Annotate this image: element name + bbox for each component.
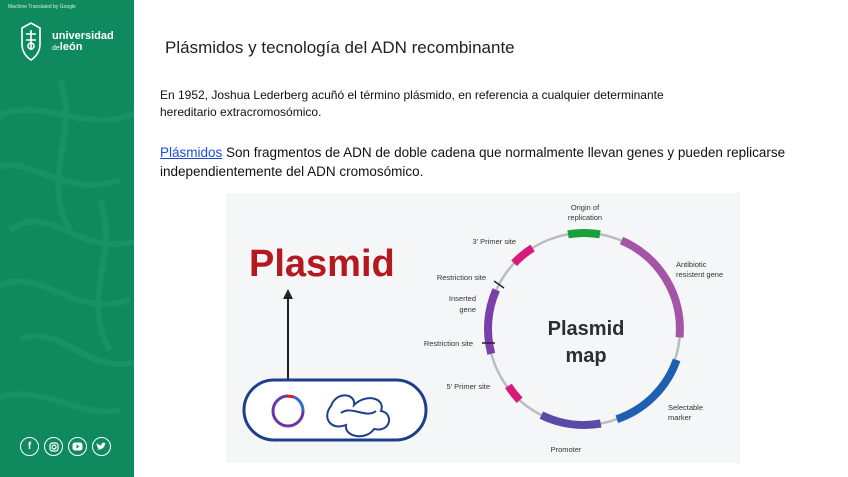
definition-paragraph: Plásmidos Son fragmentos de ADN de doble… <box>160 143 800 181</box>
map-title-line2: map <box>565 345 606 367</box>
youtube-icon[interactable] <box>68 437 87 456</box>
inserted-segment <box>484 288 500 355</box>
label-restriction-bottom: Restriction site <box>424 339 473 348</box>
selectable-segment <box>615 358 681 423</box>
label-antibiotic-2: resistent gene <box>676 270 723 279</box>
primer5-segment <box>505 383 523 404</box>
arrow-head <box>283 289 293 299</box>
intro-paragraph: En 1952, Joshua Lederberg acuñó el térmi… <box>160 88 664 119</box>
label-inserted-2: gene <box>459 305 476 314</box>
origin-segment <box>567 228 601 239</box>
label-selectable-1: Selectable <box>668 403 703 412</box>
logo-line2: león <box>59 40 83 53</box>
label-primer3: 3' Primer site <box>472 237 516 246</box>
primer3-segment <box>511 244 535 267</box>
logo-line2-prefix: de <box>52 44 60 52</box>
label-origin-1: Origin of <box>571 203 600 212</box>
label-origin-2: replication <box>568 213 602 222</box>
label-primer5: 5' Primer site <box>446 382 490 391</box>
instagram-icon[interactable] <box>44 437 63 456</box>
plasmid-link[interactable]: Plásmidos <box>160 145 223 160</box>
social-links: f <box>20 437 111 456</box>
label-restriction-top: Restriction site <box>437 273 486 282</box>
antibiotic-segment <box>619 236 684 338</box>
label-antibiotic-1: Antibiotic <box>676 260 707 269</box>
slide-title: Plásmidos y tecnología del ADN recombina… <box>165 38 515 57</box>
label-selectable-2: marker <box>668 413 692 422</box>
map-title-line1: Plasmid <box>548 318 625 340</box>
logo-line1: universidad <box>52 29 114 42</box>
plasmid-figure: Plasmid Plasmid map Origin of replicatio… <box>226 193 740 463</box>
figure-heading: Plasmid <box>249 243 395 285</box>
machine-translated-note: Machine Translated by Google <box>8 4 76 10</box>
label-promoter: Promoter <box>551 445 582 454</box>
chromosomal-dna <box>326 394 390 438</box>
small-plasmid <box>271 394 305 428</box>
university-logo[interactable]: universidad deleón <box>16 20 114 64</box>
twitter-icon[interactable] <box>92 437 111 456</box>
crest-icon <box>21 22 41 61</box>
definition-text: Son fragmentos de ADN de doble cadena qu… <box>160 145 786 179</box>
facebook-icon[interactable]: f <box>20 437 39 456</box>
bacterium-cell <box>242 378 428 442</box>
promoter-segment <box>539 411 602 429</box>
sidebar: Machine Translated by Google universidad… <box>0 0 134 477</box>
restriction-site-mark-top <box>493 280 505 289</box>
label-inserted-1: Inserted <box>449 294 476 303</box>
decorative-pattern <box>0 78 134 415</box>
